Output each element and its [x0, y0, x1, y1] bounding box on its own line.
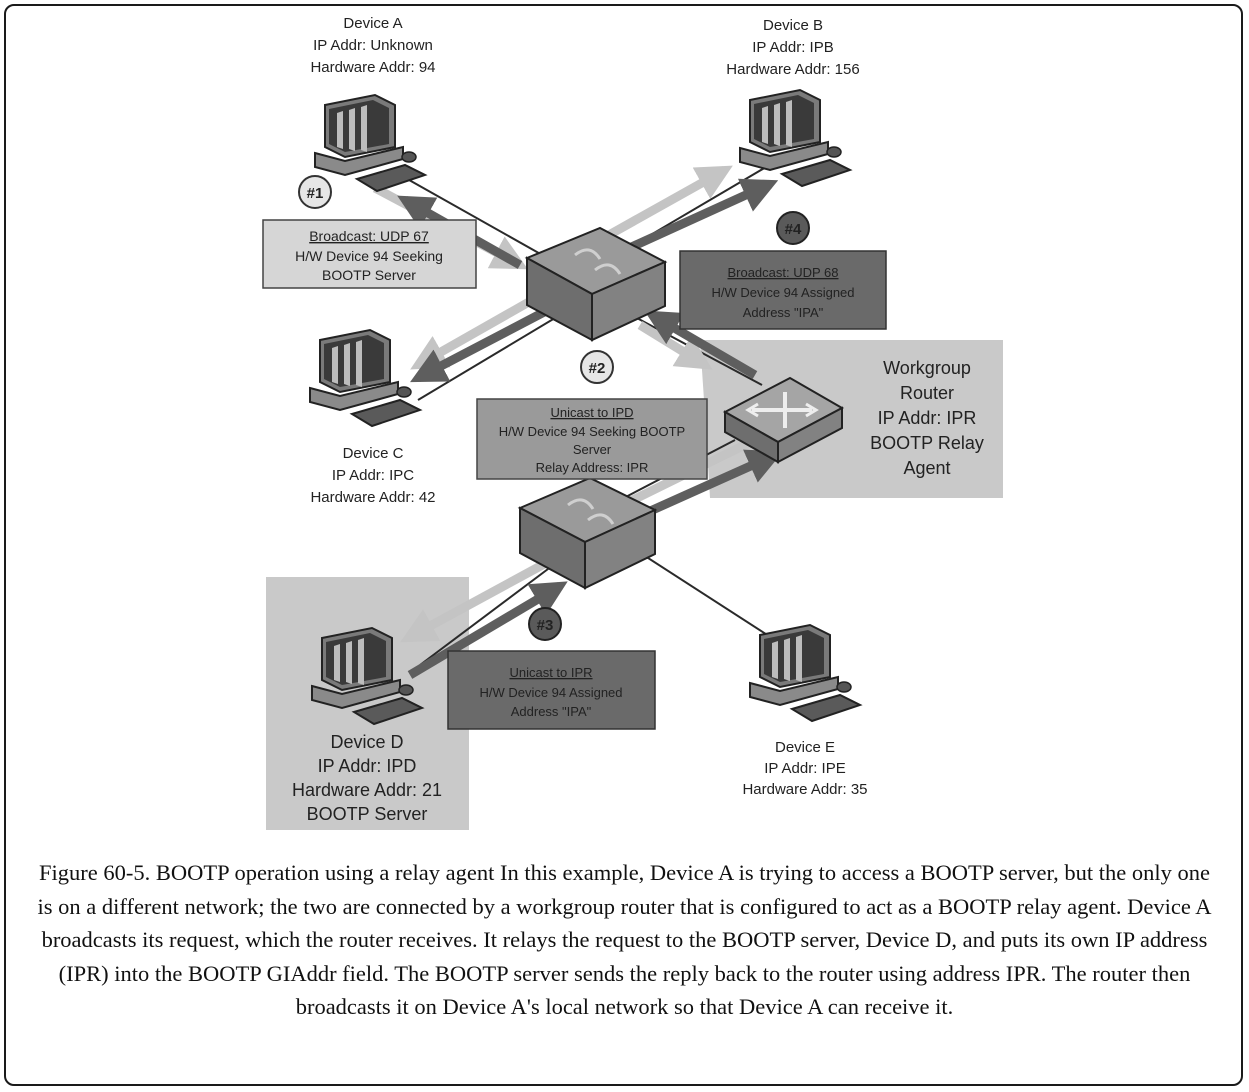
device-a-hw: Hardware Addr: 94	[310, 59, 435, 76]
message-box-4: Broadcast: UDP 68 H/W Device 94 Assigned…	[679, 250, 887, 330]
device-b-name: Device B	[763, 17, 823, 34]
message-4-line2: Address "IPA"	[743, 305, 824, 320]
device-e-hw: Hardware Addr: 35	[742, 781, 867, 798]
message-4-line1: H/W Device 94 Assigned	[711, 285, 854, 300]
step-badge-1: #1	[298, 175, 332, 209]
device-c-ip: IP Addr: IPC	[332, 467, 414, 484]
router-label-line1: Workgroup	[883, 358, 971, 378]
device-d-ip: IP Addr: IPD	[318, 756, 417, 776]
message-3-line1: H/W Device 94 Assigned	[479, 685, 622, 700]
message-4-title: Broadcast: UDP 68	[727, 265, 838, 280]
message-2-line1: H/W Device 94 Seeking BOOTP	[499, 424, 685, 439]
router-label-line4: BOOTP Relay	[870, 433, 984, 453]
device-b-hw: Hardware Addr: 156	[726, 61, 859, 78]
router-label-line2: Router	[900, 383, 954, 403]
message-2-line3: Relay Address: IPR	[536, 460, 649, 475]
figure-caption: Figure 60-5. BOOTP operation using a rel…	[37, 860, 1212, 1019]
message-2-line2: Server	[573, 442, 612, 457]
router-label-line3: IP Addr: IPR	[878, 408, 977, 428]
svg-text:#1: #1	[307, 185, 324, 202]
device-d-name: Device D	[330, 732, 403, 752]
device-d-hw: Hardware Addr: 21	[292, 780, 442, 800]
reply-arrow-hub-to-b	[623, 178, 779, 255]
device-e-name: Device E	[775, 739, 835, 756]
hub-top	[524, 226, 668, 342]
device-d-role: BOOTP Server	[307, 804, 428, 824]
message-3-line2: Address "IPA"	[511, 704, 592, 719]
router-icon	[722, 376, 845, 464]
hub-bottom	[517, 476, 658, 590]
request-arrow-hub-to-b	[597, 165, 733, 244]
device-c-computer	[309, 329, 421, 427]
svg-text:#2: #2	[589, 360, 606, 377]
device-e-ip: IP Addr: IPE	[764, 760, 845, 777]
device-b-ip: IP Addr: IPB	[752, 39, 833, 56]
message-1-line1: H/W Device 94 Seeking	[295, 248, 443, 264]
reply-arrow-hub-to-c	[410, 306, 551, 383]
device-c-name: Device C	[343, 445, 404, 462]
device-a-ip: IP Addr: Unknown	[313, 37, 433, 54]
message-1-title: Broadcast: UDP 67	[309, 228, 429, 244]
device-a-name: Device A	[343, 15, 402, 32]
svg-text:#4: #4	[785, 221, 802, 238]
device-c-hw: Hardware Addr: 42	[310, 489, 435, 506]
step-badge-4: #4	[776, 211, 810, 245]
device-a-computer	[314, 94, 426, 192]
message-2-title: Unicast to IPD	[550, 405, 633, 420]
router-label-line5: Agent	[903, 458, 950, 478]
step-badge-2: #2	[580, 350, 614, 384]
message-1-line2: BOOTP Server	[322, 267, 416, 283]
message-box-3: Unicast to IPR H/W Device 94 Assigned Ad…	[447, 650, 656, 730]
message-box-1: Broadcast: UDP 67 H/W Device 94 Seeking …	[262, 219, 477, 289]
reply-arrow-router-to-hub	[644, 310, 758, 379]
svg-text:#3: #3	[537, 617, 554, 634]
reply-arrow-d-to-hub2	[407, 581, 568, 679]
message-box-2: Unicast to IPD H/W Device 94 Seeking BOO…	[476, 398, 708, 480]
step-badge-3: #3	[528, 607, 562, 641]
device-e-computer	[749, 624, 861, 722]
message-3-title: Unicast to IPR	[509, 665, 592, 680]
